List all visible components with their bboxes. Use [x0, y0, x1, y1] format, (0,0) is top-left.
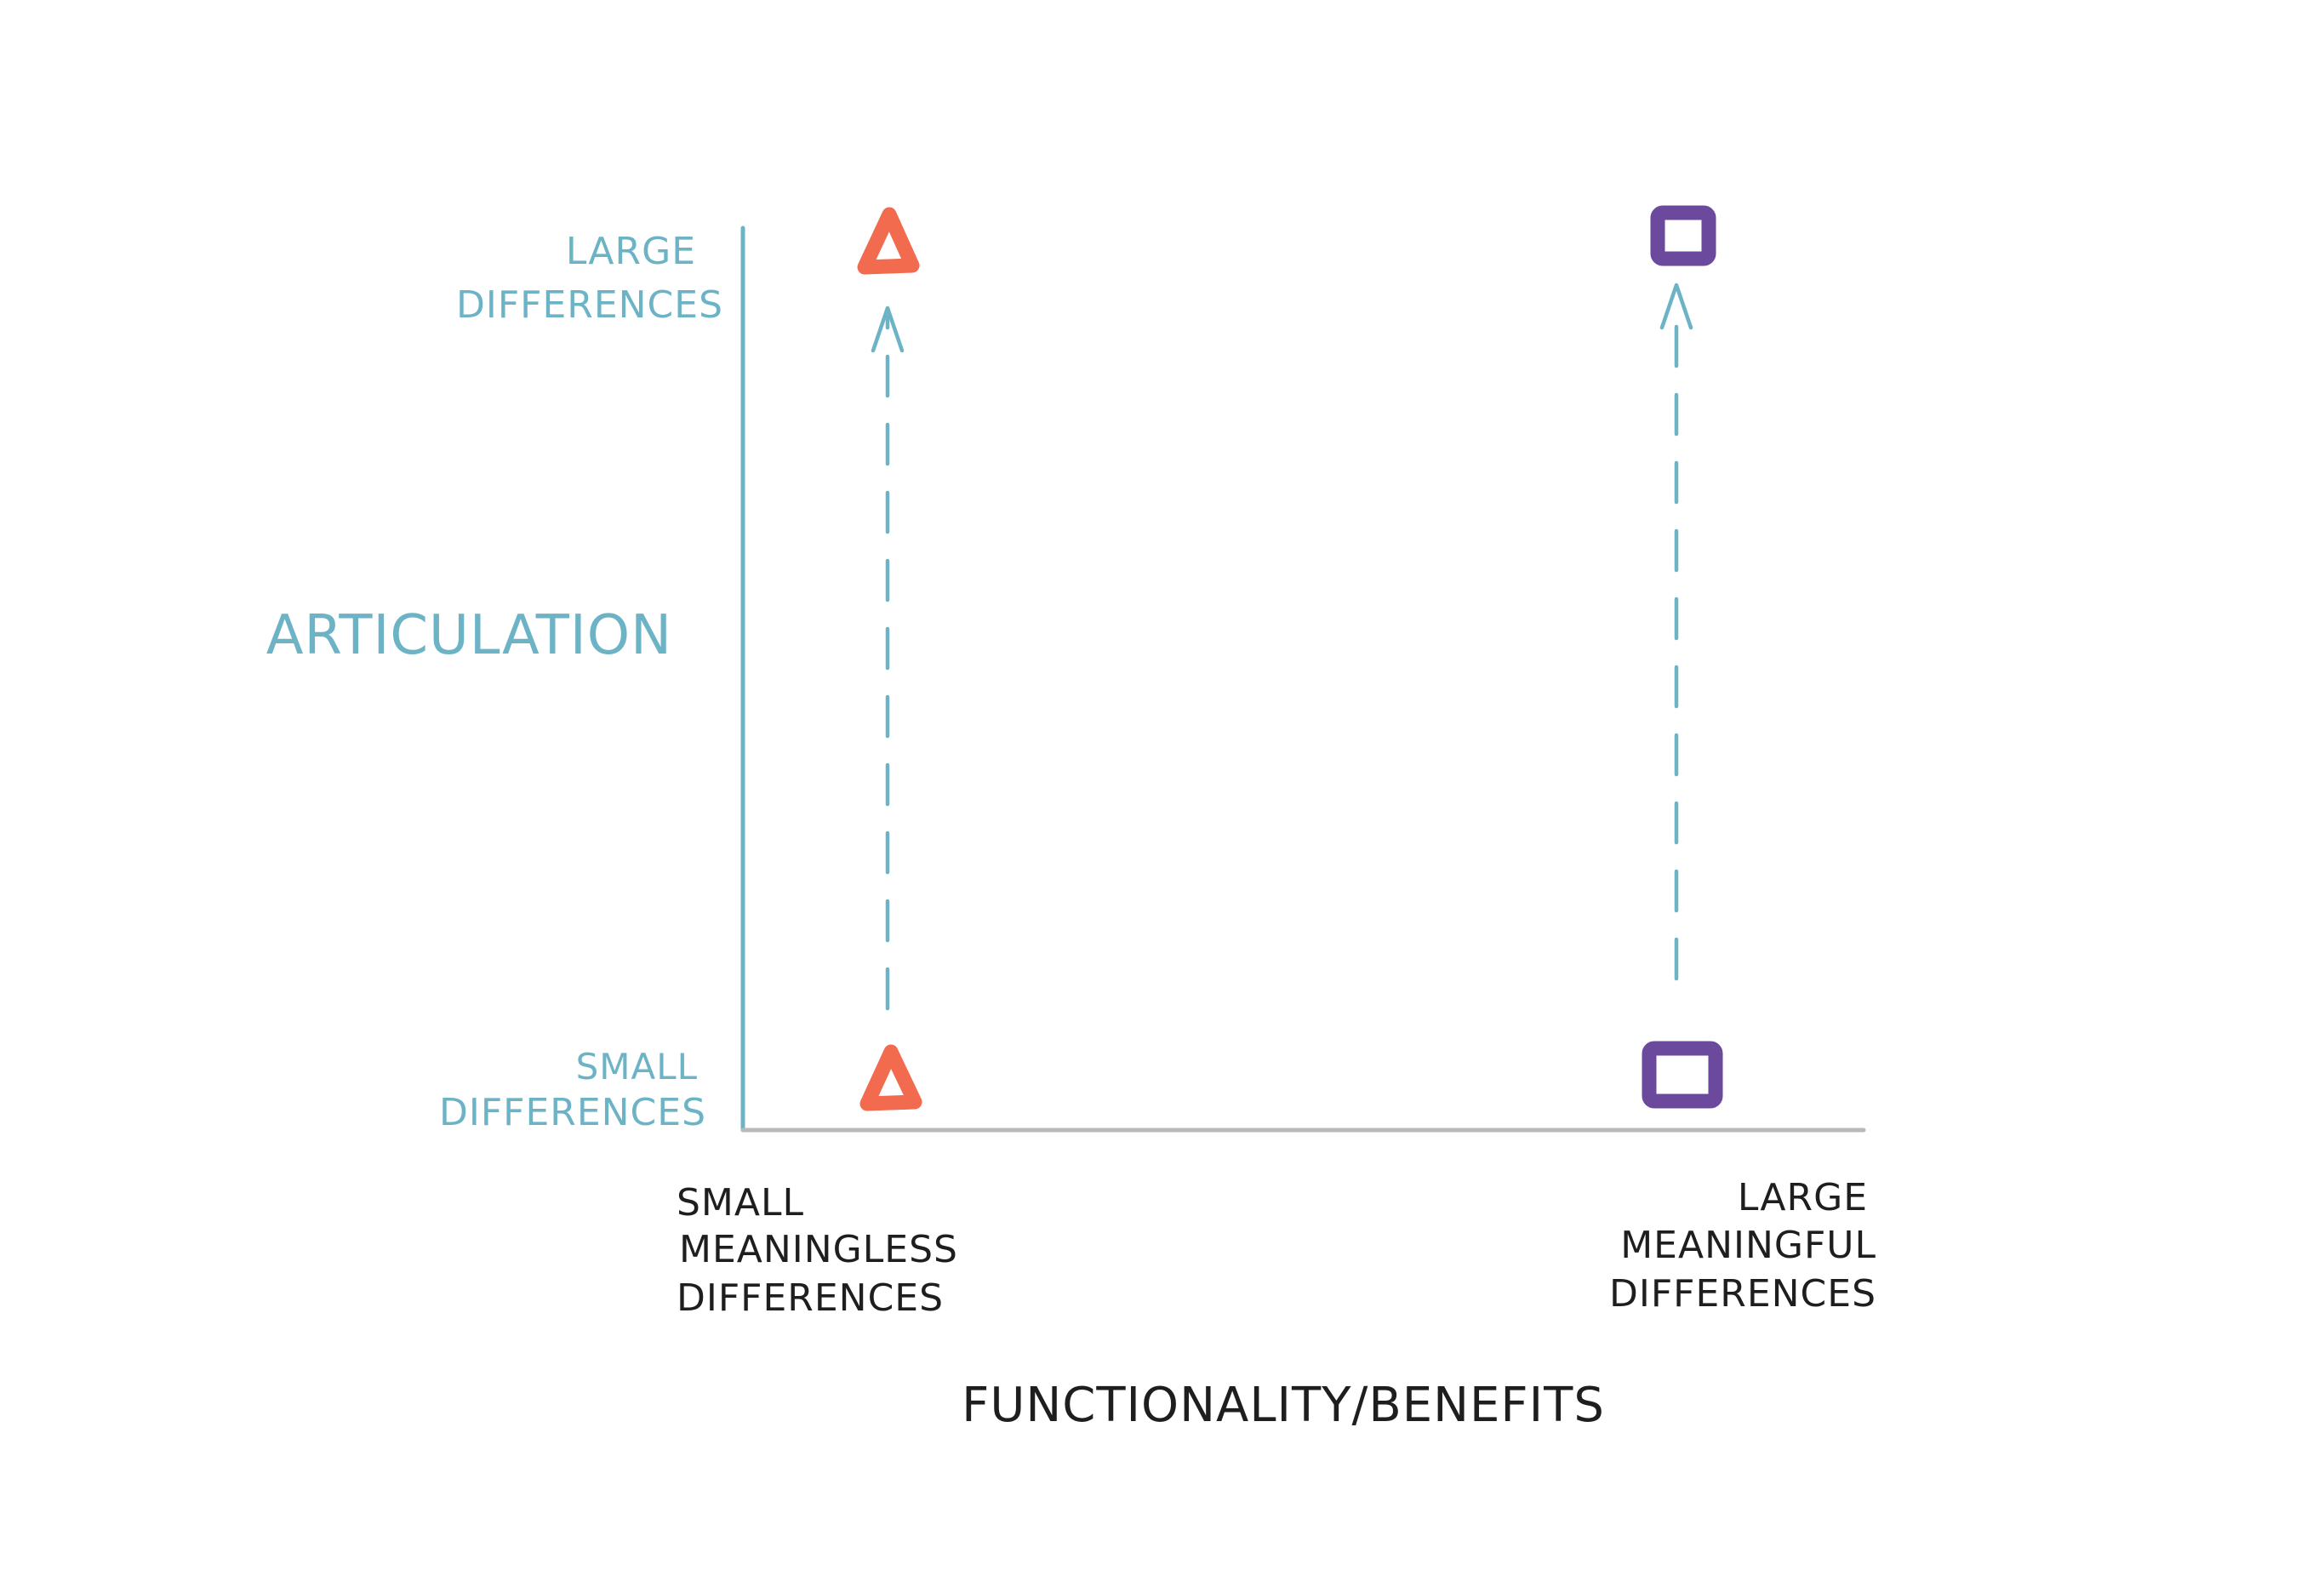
y-bottom-label-line2: DIFFERENCES [439, 1091, 706, 1134]
left-arrow-head [871, 305, 905, 353]
x-axis-title: FUNCTIONALITY/BENEFITS [962, 1378, 1605, 1433]
y-top-label-line1: LARGE [566, 230, 696, 273]
right-arrow-head [1659, 283, 1693, 330]
x-left-label-line2: MEANINGLESS [679, 1228, 958, 1271]
x-right-label-line3: DIFFERENCES [1609, 1272, 1876, 1316]
x-right-label-line2: MEANINGFUL [1620, 1224, 1876, 1267]
x-left-label-line1: SMALL [677, 1181, 804, 1225]
y-axis-title: ARTICULATION [266, 604, 672, 667]
y-bottom-label-line1: SMALL [576, 1046, 698, 1088]
x-left-label-line3: DIFFERENCES [677, 1276, 944, 1320]
y-top-label-line2: DIFFERENCES [456, 283, 723, 327]
triangle-marker-top [857, 207, 920, 275]
x-right-label-line1: LARGE [1738, 1176, 1868, 1219]
square-marker-bottom [1642, 1041, 1723, 1109]
square-marker-top [1650, 205, 1716, 266]
triangle-marker-bottom [859, 1044, 922, 1111]
